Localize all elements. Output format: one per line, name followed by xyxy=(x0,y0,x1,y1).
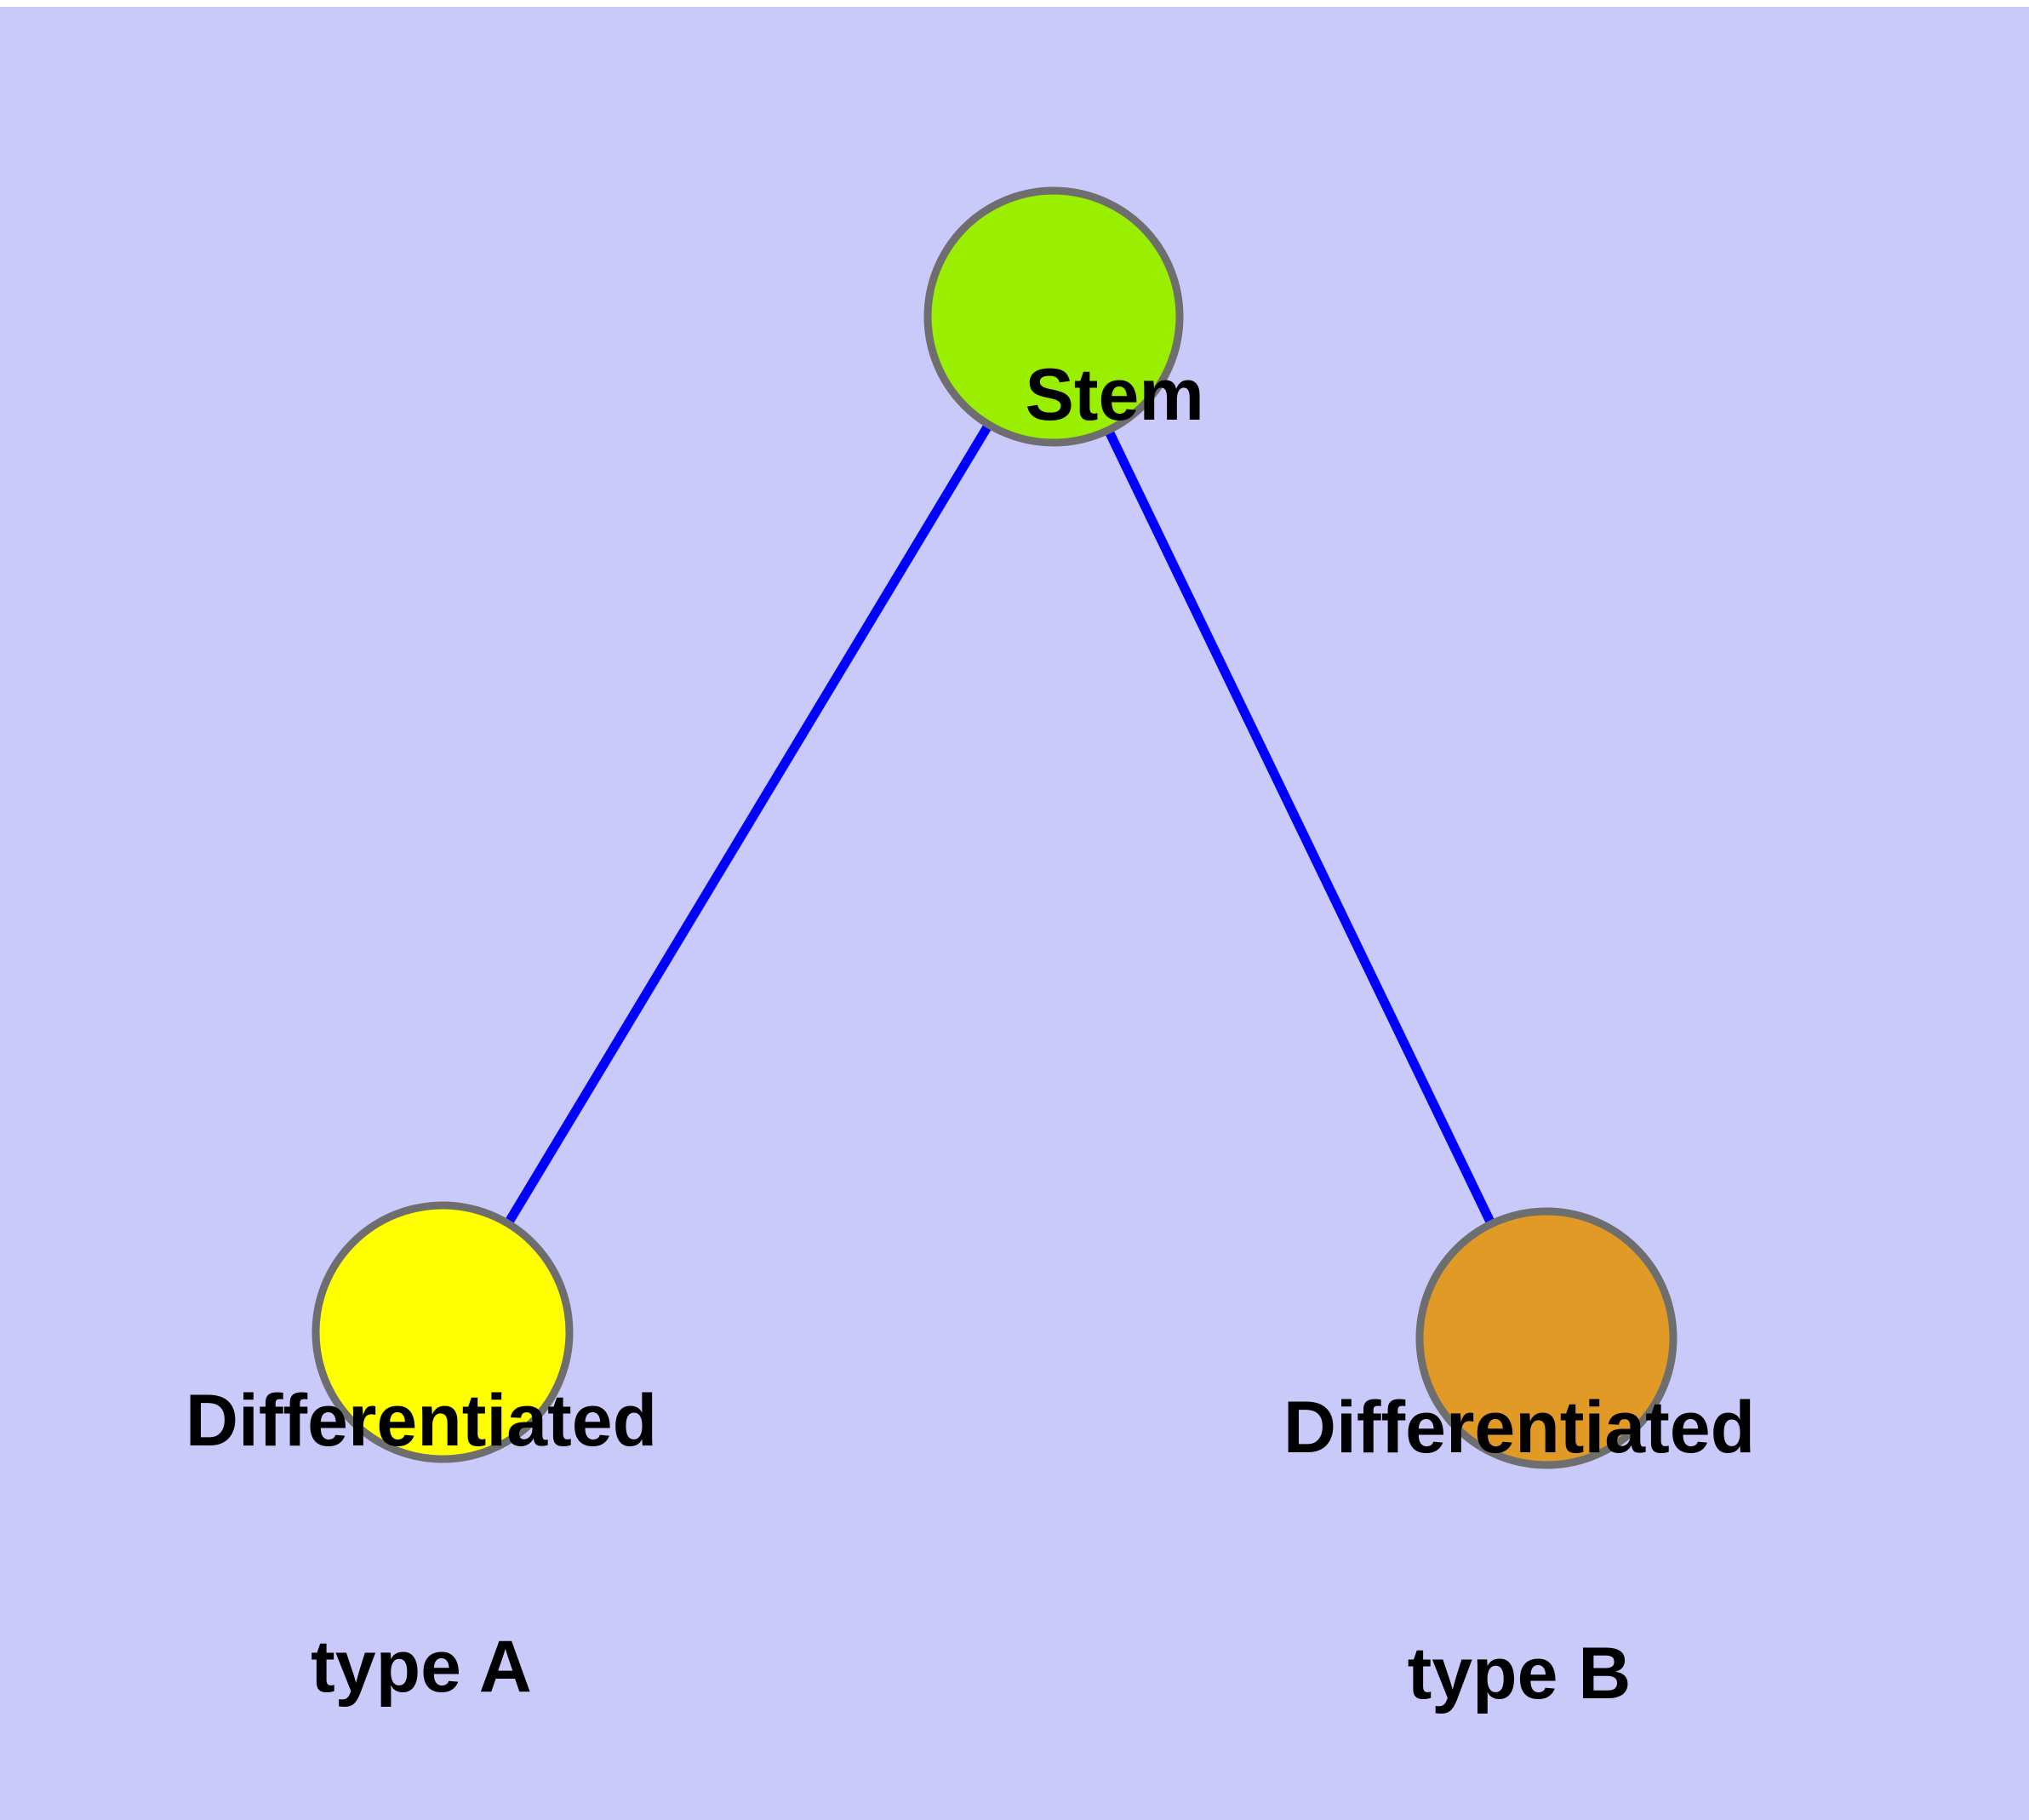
graph-svg xyxy=(311,186,1677,1469)
edge-stem-to-differentiated-type-a[interactable] xyxy=(501,417,996,1230)
edge-layer xyxy=(501,417,1498,1230)
node-layer xyxy=(311,186,1677,1469)
node-stem[interactable] xyxy=(923,186,1184,447)
node-differentiated-type-a[interactable] xyxy=(311,1201,574,1463)
edge-stem-to-differentiated-type-b[interactable] xyxy=(1101,423,1498,1230)
node-differentiated-type-b[interactable] xyxy=(1415,1207,1677,1469)
graph-surface: Stem Differentiated type A Differentiate… xyxy=(0,7,2029,1820)
